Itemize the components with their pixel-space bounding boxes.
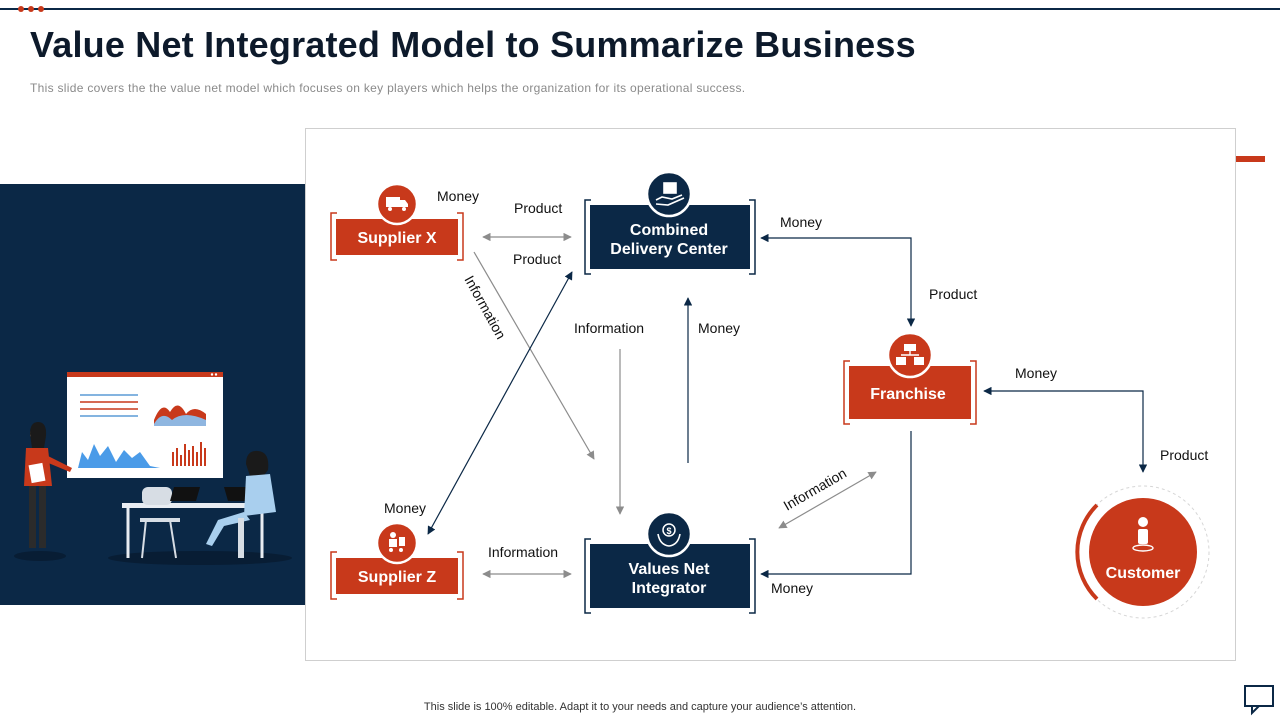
top-rule: [0, 8, 1280, 10]
sz-cdc-arrow: [427, 271, 573, 535]
label-sx-information: Information: [461, 273, 509, 342]
label-int-information: Information: [781, 465, 850, 514]
franchise-node: Franchise: [843, 331, 977, 425]
comment-icon[interactable]: [1244, 685, 1274, 716]
label-center-money: Money: [698, 320, 740, 336]
cdc-franchise-arrow: [760, 233, 916, 327]
supplier-z-label: Supplier Z: [358, 569, 436, 586]
label-sx-money: Money: [437, 188, 479, 204]
meeting-illustration: [14, 372, 292, 565]
label-center-information: Information: [574, 320, 644, 336]
forklift-icon: [389, 532, 405, 552]
supplier-z-node: Supplier Z: [330, 521, 464, 600]
combined-delivery-center-node: Combined Delivery Center: [584, 170, 756, 275]
label-cu-product: Product: [1160, 447, 1208, 463]
label-fr-product: Product: [929, 286, 977, 302]
label-sz-money: Money: [384, 500, 426, 516]
franchise-label: Franchise: [870, 386, 946, 403]
top-dots: [18, 6, 44, 12]
package-hand-icon: [655, 182, 685, 206]
franchise-integrator-arrow: [760, 431, 912, 579]
supplier-x-label: Supplier X: [357, 230, 436, 247]
label-int-money: Money: [771, 580, 813, 596]
values-net-integrator-node: $ Values Net Integrator: [584, 510, 756, 614]
footer-note: This slide is 100% editable. Adapt it to…: [423, 701, 857, 713]
label-sx-product-top: Product: [514, 200, 562, 216]
page-subtitle: This slide covers the the value net mode…: [30, 81, 746, 95]
sx-integrator-arrow: [473, 251, 595, 460]
integrator-label-2: Integrator: [632, 580, 707, 597]
supplier-x-node: Supplier X: [330, 182, 464, 261]
franchise-customer-arrow: [983, 386, 1148, 473]
label-fr-money: Money: [1015, 365, 1057, 381]
customer-node: Customer: [1075, 485, 1210, 619]
label-cdc-money: Money: [780, 214, 822, 230]
delivery-center-label-2: Delivery Center: [610, 241, 727, 258]
integrator-label-1: Values Net: [629, 561, 711, 578]
person-icon: [1132, 517, 1154, 552]
truck-icon: [386, 197, 408, 211]
page-title: Value Net Integrated Model to Summarize …: [30, 24, 916, 65]
label-sx-product-bottom: Product: [513, 251, 561, 267]
label-sz-information: Information: [488, 544, 558, 560]
delivery-center-label-1: Combined: [630, 222, 708, 239]
integrator-franchise-info-arrow: [778, 471, 877, 529]
stores-icon: [896, 344, 924, 365]
customer-label: Customer: [1106, 565, 1181, 582]
svg-text:$: $: [666, 526, 671, 536]
money-hands-icon: $: [657, 523, 681, 547]
